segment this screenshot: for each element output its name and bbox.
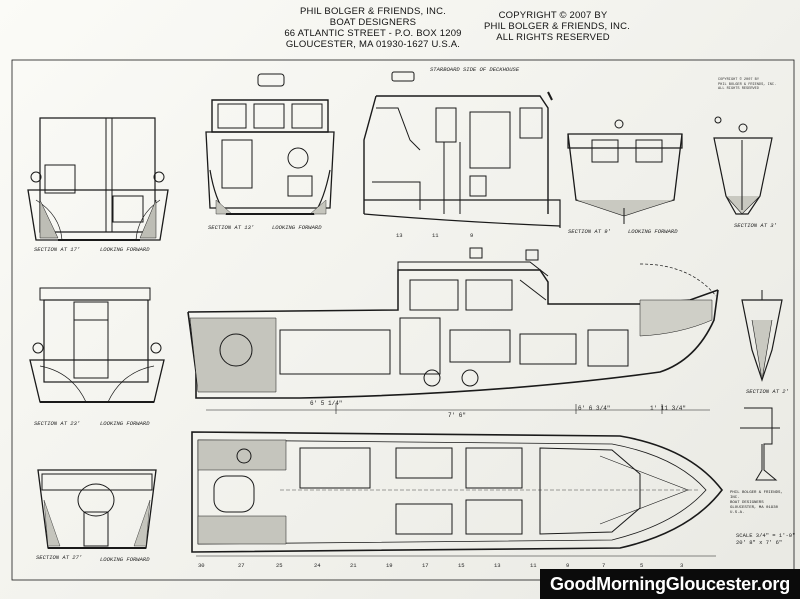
label-section-13: SECTION AT 13' <box>208 224 255 231</box>
corner-stamp: COPYRIGHT © 2007 BY PHIL BOLGER & FRIEND… <box>718 78 778 92</box>
station-label: 9 <box>470 232 474 239</box>
station-label: 13 <box>396 232 403 239</box>
section-3-view <box>713 116 773 215</box>
label-looking-forward: LOOKING FORWARD <box>100 556 150 563</box>
firm-name: PHIL BOLGER & FRIENDS, INC. <box>300 6 446 17</box>
sheet-border <box>11 59 795 581</box>
station-label: 21 <box>350 562 357 569</box>
station-label: 9 <box>566 562 570 569</box>
title-block: PHIL BOLGER & FRIENDS, INC. BOAT DESIGNE… <box>730 491 790 516</box>
copyright-header: COPYRIGHT © 2007 BY PHIL BOLGER & FRIEND… <box>484 10 630 43</box>
firm-address: 66 ATLANTIC STREET - P.O. BOX 1209 <box>284 28 462 39</box>
title-block-line: PHIL BOLGER & FRIENDS, INC. <box>730 491 783 500</box>
label-looking-forward: LOOKING FORWARD <box>628 228 678 235</box>
label-looking-forward: LOOKING FORWARD <box>100 420 150 427</box>
label-section-3: SECTION AT 3' <box>734 222 777 229</box>
scale-note: SCALE 3/4" = 1'-0" 20' 8" x 7' 6" <box>736 532 795 546</box>
copyright-line-1: COPYRIGHT © 2007 BY <box>498 10 608 21</box>
station-label: 5 <box>640 562 644 569</box>
firm-subtitle: BOAT DESIGNERS <box>329 17 417 28</box>
copyright-line-2: PHIL BOLGER & FRIENDS, INC. <box>484 21 630 32</box>
firm-header: PHIL BOLGER & FRIENDS, INC. BOAT DESIGNE… <box>268 6 478 50</box>
label-section-17: SECTION AT 17' <box>34 246 81 253</box>
station-label: 11 <box>432 232 439 239</box>
dimension-3: 6' 6 3/4" <box>578 405 611 412</box>
scale-line: 20' 8" x 7' 6" <box>736 539 783 546</box>
section-2-view <box>741 290 783 382</box>
station-label: 13 <box>494 562 501 569</box>
station-label: 15 <box>458 562 465 569</box>
station-label: 17 <box>422 562 429 569</box>
station-label: 7 <box>602 562 606 569</box>
main-profile-view <box>187 247 719 414</box>
station-label: 19 <box>386 562 393 569</box>
copyright-line-3: ALL RIGHTS RESERVED <box>496 32 610 43</box>
plan-view <box>191 431 724 553</box>
dimension-1: 6' 5 1/4" <box>310 400 343 407</box>
station-label: 30 <box>198 562 205 569</box>
station-label: 24 <box>314 562 321 569</box>
scale-line: SCALE 3/4" = 1'-0" <box>736 532 796 539</box>
watermark-banner: GoodMorningGloucester.org <box>540 569 800 599</box>
title-block-line: BOAT DESIGNERS <box>730 501 764 505</box>
title-block-line: GLOUCESTER, MA 01930 U.S.A. <box>730 506 779 515</box>
section-9-view <box>567 119 683 224</box>
stamp-line: ALL RIGHTS RESERVED <box>718 87 759 91</box>
station-label: 3 <box>680 562 684 569</box>
section-13-view <box>205 73 335 215</box>
label-section-23: SECTION AT 23' <box>34 420 81 427</box>
profile-note: STARBOARD SIDE OF DECKHOUSE <box>430 66 520 73</box>
dimension-2: 7' 6" <box>448 412 467 419</box>
section-27-view <box>37 469 157 549</box>
label-looking-forward: LOOKING FORWARD <box>100 246 150 253</box>
dimension-4: 1' 11 3/4" <box>650 405 687 412</box>
stamp-line: PHIL BOLGER & FRIENDS, INC. <box>718 82 777 87</box>
stamp-line: COPYRIGHT © 2007 BY <box>718 78 759 82</box>
station-label: 25 <box>276 562 283 569</box>
label-looking-forward: LOOKING FORWARD <box>272 224 322 231</box>
station-label: 27 <box>238 562 245 569</box>
label-section-27: SECTION AT 27' <box>36 554 83 561</box>
rudder-detail-view <box>740 407 780 481</box>
deckhouse-profile-view <box>363 71 561 228</box>
label-section-9: SECTION AT 9' <box>568 228 611 235</box>
firm-city: GLOUCESTER, MA 01930-1627 U.S.A. <box>285 39 461 50</box>
section-23-view <box>29 287 165 403</box>
label-section-2: SECTION AT 2' <box>746 388 789 395</box>
station-label: 11 <box>530 562 537 569</box>
section-17-view <box>27 117 169 241</box>
